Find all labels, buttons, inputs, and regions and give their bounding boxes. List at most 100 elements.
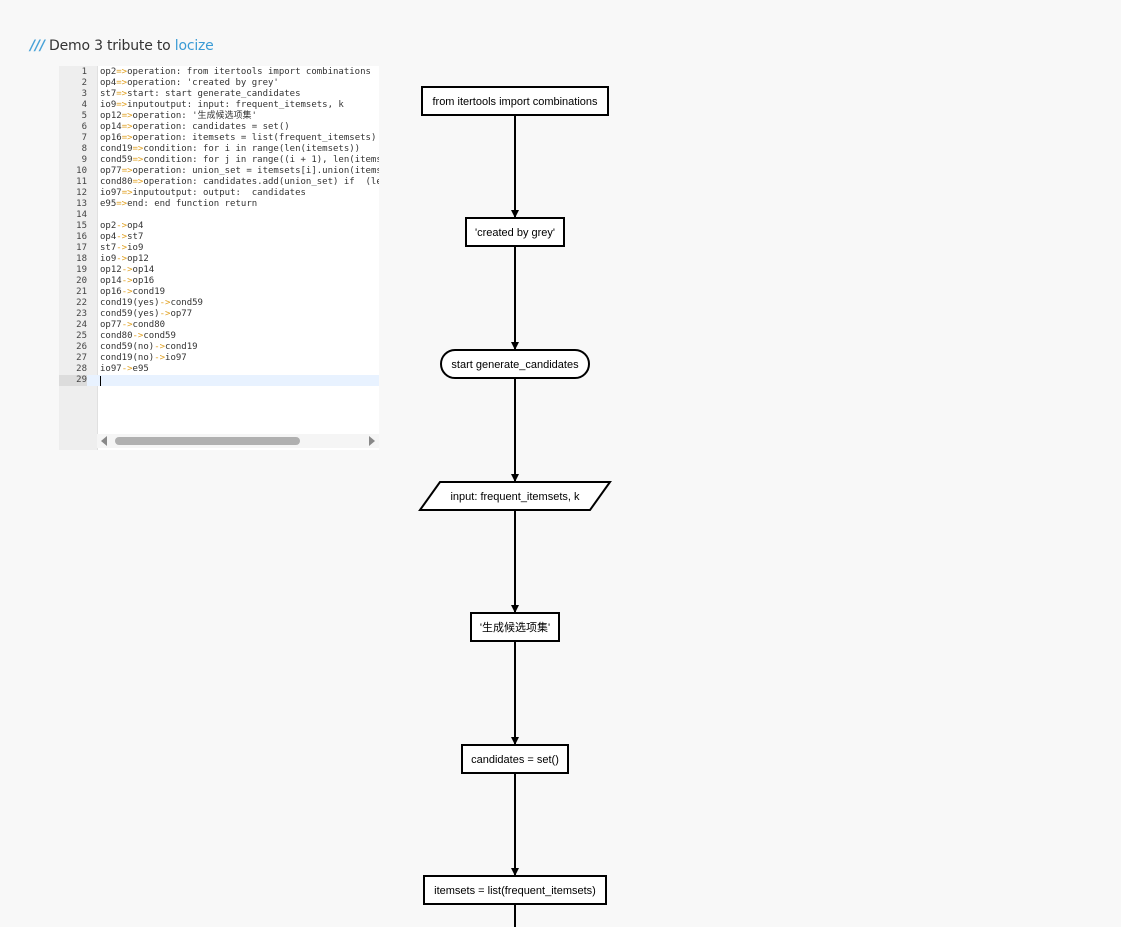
flow-node-shape bbox=[418, 481, 612, 511]
arrow-token: -> bbox=[159, 309, 171, 319]
arrow-token: => bbox=[121, 166, 133, 176]
demo-title: /// Demo 3 tribute to locize bbox=[30, 38, 214, 54]
code-token: cond59(no) bbox=[100, 342, 155, 352]
code-token: operation: 'created by grey' bbox=[127, 78, 279, 88]
arrow-token: => bbox=[121, 188, 133, 198]
arrow-token: => bbox=[132, 144, 144, 154]
locize-link[interactable]: locize bbox=[174, 38, 214, 54]
code-token: cond19 bbox=[165, 342, 198, 352]
line-code: op12->op14 bbox=[100, 265, 154, 276]
line-number: 22 bbox=[76, 298, 87, 308]
line-number: 20 bbox=[76, 276, 87, 286]
flow-node-shape bbox=[421, 86, 609, 116]
flow-node-label: itemsets = list(frequent_itemsets) bbox=[434, 885, 596, 897]
code-token: operation: candidates.add(union_set) if … bbox=[143, 177, 379, 187]
arrow-token: => bbox=[116, 78, 128, 88]
line-number: 7 bbox=[81, 133, 87, 143]
scrollbar-thumb[interactable] bbox=[115, 437, 300, 445]
arrow-token: -> bbox=[121, 287, 133, 297]
code-token: cond59 bbox=[170, 298, 203, 308]
code-token: op16 bbox=[100, 133, 122, 143]
arrow-token: -> bbox=[116, 243, 128, 253]
arrow-token: -> bbox=[159, 298, 171, 308]
flow-node-op12: '生成候选项集' bbox=[470, 612, 560, 642]
scroll-left-icon[interactable] bbox=[101, 436, 107, 446]
code-line[interactable]: 19 op12->op14 bbox=[59, 265, 379, 276]
line-number: 2 bbox=[81, 78, 87, 88]
line-code: op2->op4 bbox=[100, 221, 143, 232]
code-token: io9 bbox=[127, 243, 144, 253]
flow-node-label: candidates = set() bbox=[471, 754, 559, 766]
flow-node-label: '生成候选项集' bbox=[480, 620, 550, 634]
line-number: 13 bbox=[76, 199, 87, 209]
code-token: op77 bbox=[100, 166, 122, 176]
code-token: op4 bbox=[100, 232, 117, 242]
line-number: 1 bbox=[81, 67, 87, 77]
flow-node-op4: 'created by grey' bbox=[465, 217, 565, 247]
line-number: 27 bbox=[76, 353, 87, 363]
line-code: cond59=>condition: for j in range((i + 1… bbox=[100, 155, 379, 166]
code-token: operation: candidates = set() bbox=[132, 122, 290, 132]
scroll-right-icon[interactable] bbox=[369, 436, 375, 446]
arrow-token: -> bbox=[121, 276, 133, 286]
horizontal-scrollbar[interactable] bbox=[97, 434, 379, 448]
code-token: io9 bbox=[100, 100, 117, 110]
line-number: 4 bbox=[81, 100, 87, 110]
line-code: op77->cond80 bbox=[100, 320, 165, 331]
arrow-token: => bbox=[116, 100, 128, 110]
code-token: operation: '生成候选项集' bbox=[132, 111, 257, 121]
line-number: 14 bbox=[76, 210, 87, 220]
code-line[interactable]: 11 cond80=>operation: candidates.add(unio… bbox=[59, 177, 379, 188]
arrow-token: -> bbox=[121, 265, 133, 275]
arrow-token: => bbox=[116, 67, 128, 77]
code-token: op4 bbox=[127, 221, 144, 231]
line-number: 6 bbox=[81, 122, 87, 132]
code-line[interactable]: 14 bbox=[59, 210, 379, 221]
arrow-token: -> bbox=[132, 331, 144, 341]
arrow-token: -> bbox=[116, 221, 128, 231]
line-number: 19 bbox=[76, 265, 87, 275]
line-number: 11 bbox=[76, 177, 87, 187]
line-code: cond80=>operation: candidates.add(union_… bbox=[100, 177, 379, 188]
code-token: condition: for j in range((i + 1), len(i… bbox=[143, 155, 379, 165]
flow-node-shape bbox=[470, 612, 560, 642]
flow-node-st7: start generate_candidates bbox=[440, 349, 590, 379]
arrow-token: => bbox=[121, 133, 133, 143]
line-code: op12=>operation: '生成候选项集' bbox=[100, 111, 257, 122]
code-token: operation: union_set = itemsets[i].union… bbox=[132, 166, 379, 176]
line-code: st7=>start: start generate_candidates bbox=[100, 89, 301, 100]
code-token: op14 bbox=[132, 265, 155, 275]
code-token: end: end function return bbox=[127, 199, 258, 209]
code-token: inputoutput: output: candidates bbox=[132, 188, 306, 198]
flow-node-label: 'created by grey' bbox=[475, 227, 555, 239]
code-line[interactable]: 7 op16=>operation: itemsets = list(freque… bbox=[59, 133, 379, 144]
code-token: operation: itemsets = list(frequent_item… bbox=[132, 133, 377, 143]
code-line[interactable]: 29 bbox=[59, 375, 379, 386]
code-token: op12 bbox=[100, 265, 122, 275]
